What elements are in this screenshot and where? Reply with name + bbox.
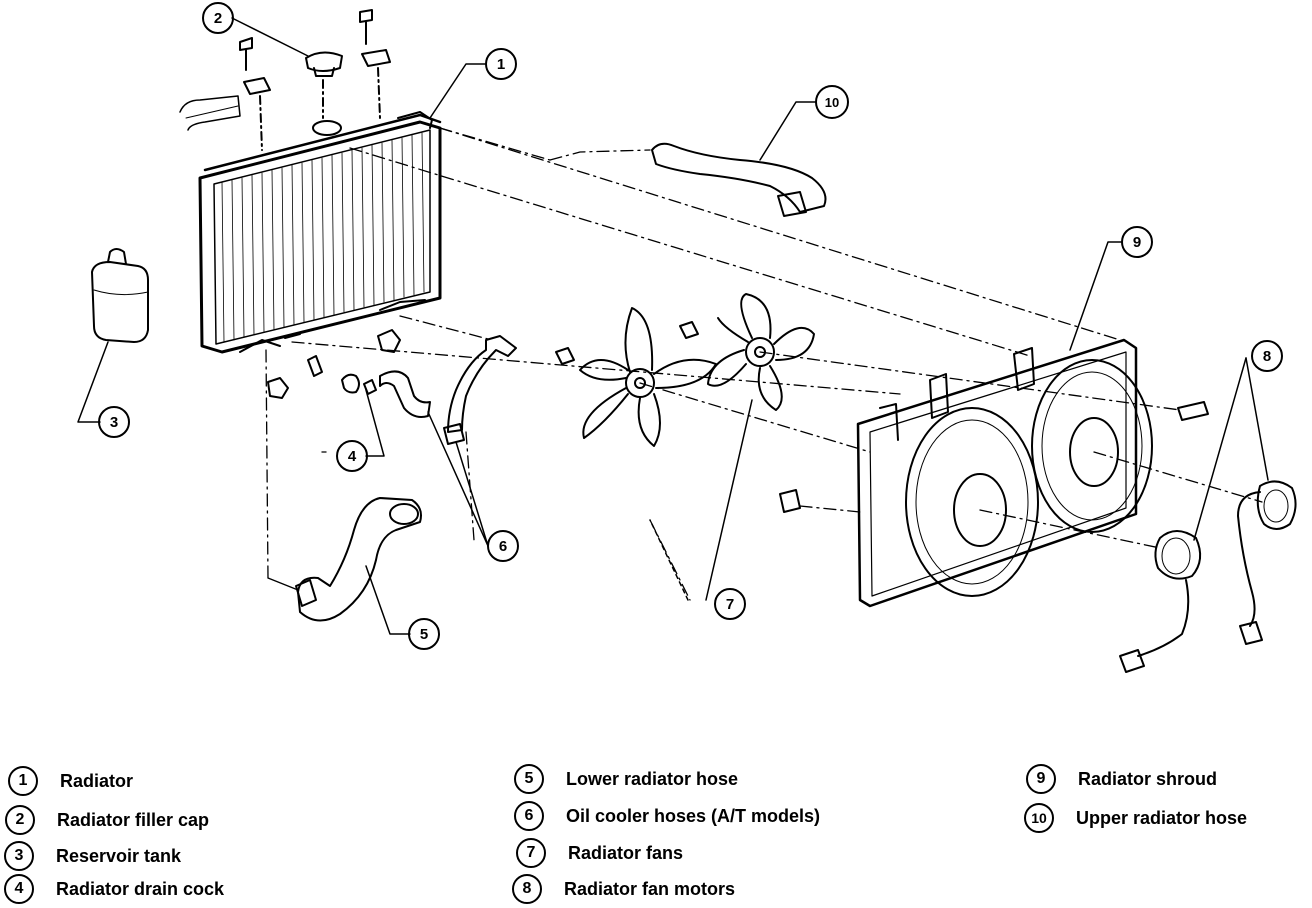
radiator-shroud-drawing bbox=[856, 338, 1153, 608]
legend-label: Radiator shroud bbox=[1078, 768, 1218, 789]
legend-item-2: 2 Radiator filler cap bbox=[5, 803, 209, 837]
legend-number: 9 bbox=[1026, 764, 1056, 794]
reservoir-tank-drawing bbox=[91, 248, 149, 343]
legend-number: 5 bbox=[514, 764, 544, 794]
alignment-lines bbox=[265, 127, 1263, 601]
lower-radiator-hose-drawing bbox=[295, 497, 422, 622]
callout-10: 10 bbox=[815, 85, 849, 119]
legend-number: 4 bbox=[4, 874, 34, 904]
legend-number: 7 bbox=[516, 838, 546, 868]
legend-label: Radiator fans bbox=[568, 842, 684, 863]
callout-5: 5 bbox=[408, 618, 440, 650]
radiator-drawing bbox=[179, 95, 442, 354]
legend-item-3: 3 Reservoir tank bbox=[4, 839, 181, 873]
upper-radiator-hose-drawing bbox=[651, 142, 827, 217]
callout-6: 6 bbox=[487, 530, 519, 562]
callout-9: 9 bbox=[1121, 226, 1153, 258]
fan-motor-left-drawing bbox=[1119, 530, 1202, 673]
radiator-fan-right-drawing bbox=[555, 293, 815, 411]
callout-7: 7 bbox=[714, 588, 746, 620]
legend-label: Lower radiator hose bbox=[566, 768, 739, 789]
legend-number: 6 bbox=[514, 801, 544, 831]
mounting-bolts-drawing bbox=[239, 9, 391, 151]
fan-motor-right-drawing bbox=[779, 401, 1297, 645]
callout-8: 8 bbox=[1251, 340, 1283, 372]
legend-label: Upper radiator hose bbox=[1076, 807, 1248, 828]
legend-label: Radiator drain cock bbox=[56, 878, 225, 899]
drain-cock-drawing bbox=[267, 329, 401, 399]
legend-item-8: 8 Radiator fan motors bbox=[512, 872, 735, 906]
radiator-fan-left-drawing bbox=[579, 307, 717, 447]
callout-2-number: 2 bbox=[214, 10, 222, 27]
parts-legend: 1 Radiator 2 Radiator filler cap 3 Reser… bbox=[0, 758, 1312, 908]
filler-cap-drawing bbox=[305, 51, 343, 119]
legend-item-5: 5 Lower radiator hose bbox=[514, 762, 738, 796]
callout-5-number: 5 bbox=[420, 626, 428, 643]
legend-item-6: 6 Oil cooler hoses (A/T models) bbox=[514, 799, 820, 833]
legend-number: 8 bbox=[512, 874, 542, 904]
legend-label: Radiator bbox=[60, 770, 134, 791]
callout-3: 3 bbox=[98, 406, 130, 438]
callout-1-number: 1 bbox=[497, 56, 505, 73]
legend-item-9: 9 Radiator shroud bbox=[1026, 762, 1217, 796]
legend-number: 1 bbox=[8, 766, 38, 796]
legend-number: 3 bbox=[4, 841, 34, 871]
legend-item-1: 1 Radiator bbox=[8, 764, 133, 798]
legend-label: Radiator fan motors bbox=[564, 878, 736, 899]
callout-7-number: 7 bbox=[726, 596, 734, 613]
legend-item-4: 4 Radiator drain cock bbox=[4, 872, 224, 906]
legend-number: 2 bbox=[5, 805, 35, 835]
legend-label: Oil cooler hoses (A/T models) bbox=[566, 805, 821, 826]
callout-4-number: 4 bbox=[348, 448, 357, 465]
legend-item-7: 7 Radiator fans bbox=[516, 836, 683, 870]
leader-lines bbox=[77, 17, 1269, 635]
oil-cooler-hoses-drawing bbox=[379, 335, 517, 445]
callout-10-number: 10 bbox=[825, 95, 839, 110]
callout-1: 1 bbox=[485, 48, 517, 80]
legend-number: 10 bbox=[1024, 803, 1054, 833]
callout-2: 2 bbox=[202, 2, 234, 34]
callout-4: 4 bbox=[336, 440, 368, 472]
legend-item-10: 10 Upper radiator hose bbox=[1024, 801, 1247, 835]
legend-label: Radiator filler cap bbox=[57, 809, 210, 830]
callout-3-number: 3 bbox=[110, 414, 118, 431]
legend-label: Reservoir tank bbox=[56, 845, 182, 866]
callout-9-number: 9 bbox=[1133, 234, 1141, 251]
callout-6-number: 6 bbox=[499, 538, 507, 555]
callout-8-number: 8 bbox=[1263, 348, 1271, 365]
